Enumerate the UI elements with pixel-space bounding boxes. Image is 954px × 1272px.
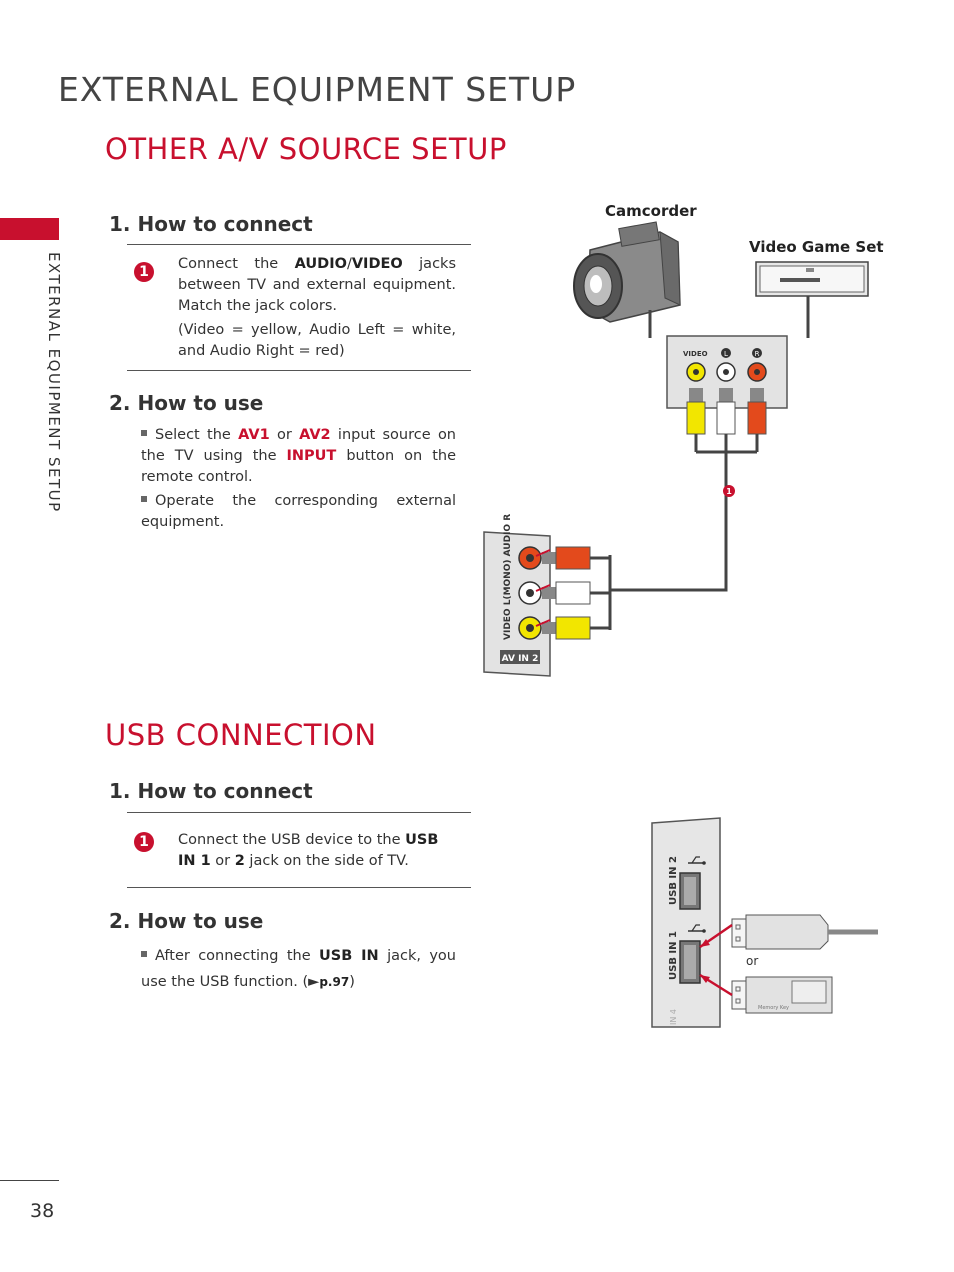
usb-connection-diagram: USB IN 2 USB IN 1 IN 4 or Memory Key xyxy=(651,817,878,1028)
page-number-divider xyxy=(0,1180,59,1181)
av-connect-note: (Video = yellow, Audio Left = white, and… xyxy=(178,322,456,359)
usb-connect-bottom-rule xyxy=(127,887,471,888)
section-title-av: OTHER A/V SOURCE SETUP xyxy=(105,132,507,166)
usb-use-bullet: After connecting the USB IN jack, you us… xyxy=(141,948,456,990)
usb-use-heading: 2. How to use xyxy=(109,909,264,933)
usb-in-2-label: USB IN 2 xyxy=(668,856,679,905)
page-ref-link[interactable]: p.97 xyxy=(319,975,350,989)
camcorder-icon xyxy=(573,221,681,323)
video-game-set-icon xyxy=(755,261,869,297)
av-connect-bottom-rule xyxy=(127,370,471,371)
bullet-square-icon xyxy=(141,496,147,502)
l-jack-label: L xyxy=(724,350,728,358)
av-step-number: 1 xyxy=(134,262,154,282)
usb-step-number: 1 xyxy=(134,832,154,852)
section-title-usb: USB CONNECTION xyxy=(105,718,377,752)
tv-side-panel xyxy=(651,817,721,1028)
game-set-label: Video Game Set xyxy=(749,238,884,256)
av-connect-top-rule xyxy=(127,244,471,245)
hdmi-in-fragment-label: IN 4 xyxy=(669,1009,678,1025)
memory-key-label: Memory Key xyxy=(758,1005,789,1011)
usb-symbol-icon xyxy=(688,924,706,933)
usb-connect-heading: 1. How to connect xyxy=(109,779,313,803)
bullet-square-icon xyxy=(141,430,147,436)
or-label: or xyxy=(746,954,758,968)
av-use-heading: 2. How to use xyxy=(109,391,264,415)
side-section-label: EXTERNAL EQUIPMENT SETUP xyxy=(45,252,63,513)
usb-connect-text: Connect the USB device to the USB IN 1 o… xyxy=(178,832,439,869)
r-jack-label: R xyxy=(755,350,760,358)
av-diagram-callout: 1 xyxy=(726,487,732,496)
bullet-square-icon xyxy=(141,951,147,957)
av-connect-text: Connect the AUDIO/VIDEO jacks between TV… xyxy=(178,256,456,314)
av-connection-diagram: VIDEO L R 1 VIDEO L(MONO) AUDIO R AV IN … xyxy=(483,221,869,677)
av-in-2-label: AV IN 2 xyxy=(502,654,539,664)
usb-cable-plug xyxy=(745,914,829,950)
page-ref-arrow-icon: ► xyxy=(308,974,320,990)
page-title: EXTERNAL EQUIPMENT SETUP xyxy=(58,70,577,109)
page-number: 38 xyxy=(30,1200,55,1222)
usb-symbol-icon xyxy=(688,856,706,865)
av-use-bullet-1: Select the AV1 or AV2 input source on th… xyxy=(141,427,457,485)
tv-av-panel-label: VIDEO L(MONO) AUDIO R xyxy=(503,514,513,640)
usb-plug-tip xyxy=(731,918,747,948)
usb-in-1-label: USB IN 1 xyxy=(668,931,679,980)
usb-connect-top-rule xyxy=(127,812,471,813)
av-use-bullet-2: Operate the corresponding external equip… xyxy=(141,493,456,530)
video-jack-label: VIDEO xyxy=(683,350,708,358)
av-connect-heading: 1. How to connect xyxy=(109,212,313,236)
memory-key-tip xyxy=(731,980,747,1010)
camcorder-label: Camcorder xyxy=(605,202,697,220)
side-tab-marker xyxy=(0,218,59,240)
